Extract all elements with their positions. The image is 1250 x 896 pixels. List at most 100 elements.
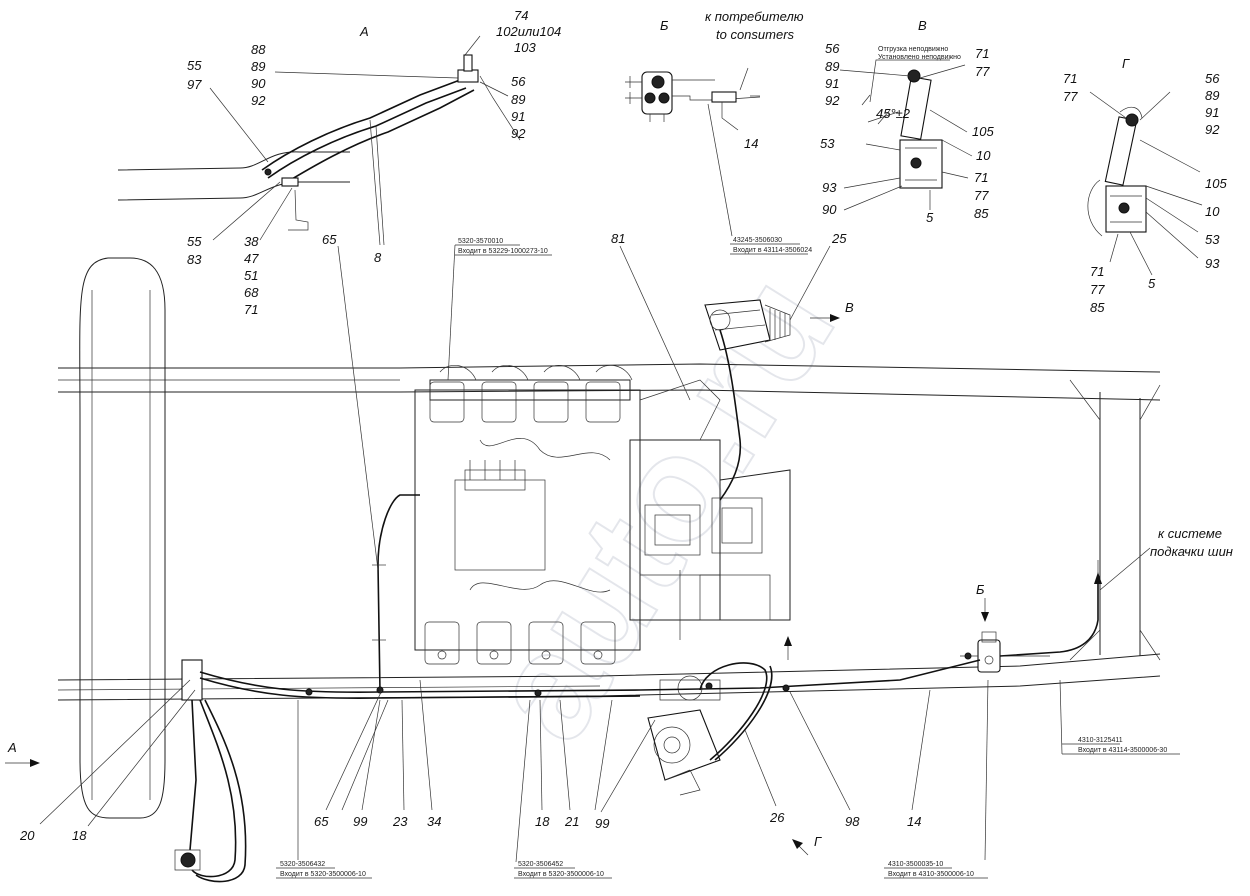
g-label-10: 10 — [1205, 204, 1220, 219]
v-label-71: 71 — [975, 46, 989, 61]
ref-r6a: 4310-3500035-10 — [888, 861, 943, 868]
g-label-92: 92 — [1205, 122, 1220, 137]
g-label-105: 105 — [1205, 176, 1227, 191]
g-label-91: 91 — [1205, 105, 1219, 120]
ref-r6-underline — [884, 867, 988, 879]
label-47: 47 — [244, 251, 259, 266]
v-label-91: 91 — [825, 76, 839, 91]
label-14-top: 14 — [744, 136, 758, 151]
v-label-85: 85 — [974, 206, 989, 221]
label-88: 88 — [251, 42, 266, 57]
g-label-89: 89 — [1205, 88, 1219, 103]
marker-G: Г — [814, 834, 822, 849]
ref-r2a: 43245-3506030 — [733, 237, 782, 244]
marker-B: Б — [976, 582, 985, 597]
ref-r1-underline — [455, 244, 552, 256]
g-label-71b: 71 — [1090, 264, 1104, 279]
ref-r5a: 5320-3506452 — [518, 861, 563, 868]
g-label-85: 85 — [1090, 300, 1105, 315]
g-label-71: 71 — [1063, 71, 1077, 86]
v-label-53: 53 — [820, 136, 835, 151]
v-label-56: 56 — [825, 41, 840, 56]
label-14: 14 — [907, 814, 921, 829]
ref-r3a: 4310-3125411 — [1078, 737, 1123, 744]
ref-r2-underline — [730, 243, 808, 255]
engine-assembly — [414, 364, 791, 665]
marker-V: В — [845, 300, 854, 315]
label-18b: 18 — [535, 814, 550, 829]
view-B-title: Б — [660, 18, 669, 33]
ref-r5-underline — [514, 867, 612, 879]
view-V-detail — [839, 59, 973, 211]
front-wheel — [79, 257, 166, 819]
label-103: 103 — [514, 40, 536, 55]
g-label-53: 53 — [1205, 232, 1220, 247]
label-21: 21 — [564, 814, 579, 829]
v-label-89: 89 — [825, 59, 839, 74]
air-lines — [199, 329, 1102, 761]
main-leaders — [39, 244, 1063, 863]
chassis-frame — [57, 363, 1161, 701]
label-89b: 89 — [511, 92, 525, 107]
label-92: 92 — [251, 93, 266, 108]
label-38: 38 — [244, 234, 259, 249]
v-label-90: 90 — [822, 202, 837, 217]
ref-r4-underline — [276, 867, 372, 879]
note-consumers-ru: к потребителю — [705, 9, 804, 24]
label-99b: 99 — [595, 816, 609, 831]
label-65-top: 65 — [322, 232, 337, 247]
label-25: 25 — [831, 231, 847, 246]
label-68: 68 — [244, 285, 259, 300]
label-99: 99 — [353, 814, 367, 829]
note-tire-1: к системе — [1158, 526, 1222, 541]
view-A-detail — [117, 35, 521, 246]
note-tire-2: подкачки шин — [1150, 544, 1233, 559]
label-90: 90 — [251, 76, 266, 91]
label-71: 71 — [244, 302, 258, 317]
note-tire-leader — [1099, 547, 1151, 591]
g-label-77: 77 — [1063, 89, 1078, 104]
g-label-93: 93 — [1205, 256, 1220, 271]
label-8: 8 — [374, 250, 382, 265]
v-label-93: 93 — [822, 180, 837, 195]
g-label-56: 56 — [1205, 71, 1220, 86]
lower-unit — [647, 675, 721, 796]
ref-r1b: Входит в 53229-1000273-10 — [458, 248, 548, 255]
label-55: 55 — [187, 58, 202, 73]
label-18: 18 — [72, 828, 87, 843]
ref-r1a: 5320-3570010 — [458, 238, 503, 245]
view-V-title: В — [918, 18, 927, 33]
direction-arrows — [5, 314, 989, 856]
label-83: 83 — [187, 252, 202, 267]
v-label-10: 10 — [976, 148, 991, 163]
label-89: 89 — [251, 59, 265, 74]
ref-r2b: Входит в 43114-3506024 — [733, 247, 812, 254]
label-55b: 55 — [187, 234, 202, 249]
v-label-77: 77 — [975, 64, 990, 79]
label-81: 81 — [611, 231, 625, 246]
label-51: 51 — [244, 268, 258, 283]
g-label-77b: 77 — [1090, 282, 1105, 297]
left-valve — [174, 659, 247, 883]
label-26: 26 — [769, 810, 785, 825]
label-34: 34 — [427, 814, 441, 829]
label-74: 74 — [514, 8, 528, 23]
v-label-92: 92 — [825, 93, 840, 108]
label-65: 65 — [314, 814, 329, 829]
label-97: 97 — [187, 77, 202, 92]
label-98: 98 — [845, 814, 860, 829]
ref-r5b: Входит в 5320-3500006-10 — [518, 871, 604, 878]
marker-A: А — [7, 740, 17, 755]
ref-r6b: Входит в 4310-3500006-10 — [888, 871, 974, 878]
v-label-77b: 77 — [974, 188, 989, 203]
ref-r3b: Входит в 43114-3500006-30 — [1078, 747, 1167, 754]
label-102: 102или104 — [496, 24, 561, 39]
ref-v-note-1: Отгрузка неподвижно — [878, 46, 948, 53]
view-B-detail — [625, 67, 761, 237]
ref-r4a: 5320-3506432 — [280, 861, 325, 868]
ref-v-note-2: Установлено неподвижно — [878, 54, 961, 61]
view-G-detail — [1087, 91, 1203, 276]
view-A-title: А — [359, 24, 369, 39]
